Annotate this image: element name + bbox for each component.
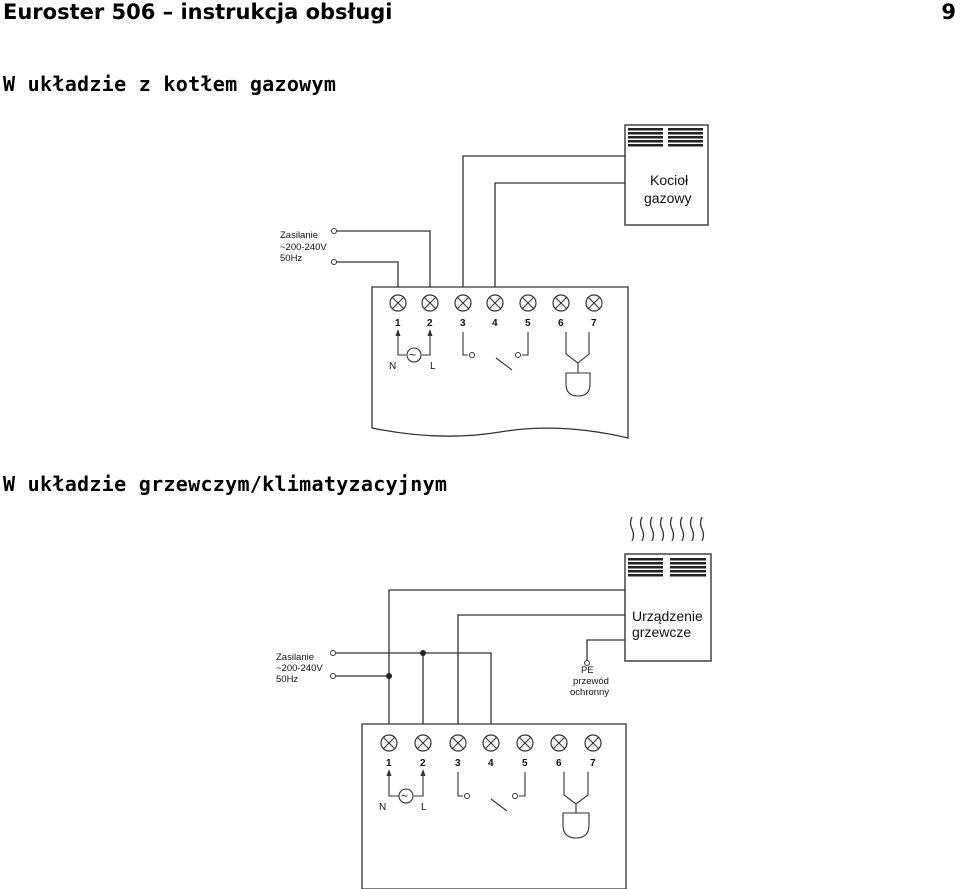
supply-label-line2: ~200-240V <box>280 242 327 253</box>
internal-markers <box>386 769 426 776</box>
supply-label-line3: 50Hz <box>280 253 302 264</box>
supply-label-line3: 50Hz <box>276 674 298 685</box>
boiler-wires <box>462 155 625 297</box>
ac-symbol: ~ <box>409 348 416 362</box>
terminal-7-label: 7 <box>590 758 596 769</box>
heating-unit: Urządzenie grzewcze <box>624 553 712 662</box>
pe-label-line2: przewód <box>573 676 609 687</box>
wiring-diagram-gas-boiler: Kocioł gazowy Zasilanie ~200-240V 50Hz <box>280 124 709 439</box>
sensor-icon <box>565 372 591 397</box>
terminal-2-label: 2 <box>420 758 426 769</box>
wiring-diagram-heating-cooling: Urządzenie grzewcze PE przewód ochronny … <box>276 516 712 889</box>
controller-body <box>371 286 629 439</box>
relay-contact-3 <box>464 793 470 799</box>
live-label: L <box>430 361 436 372</box>
terminal-5-label: 5 <box>522 758 528 769</box>
pe-label-line3: ochronny <box>570 687 609 698</box>
boiler-unit: Kocioł gazowy <box>624 124 709 226</box>
supply-label-line1: Zasilanie <box>280 230 318 241</box>
terminal-7-label: 7 <box>591 318 597 329</box>
heating-unit-label-line1: Urządzenie <box>632 608 703 624</box>
terminal-4-label: 4 <box>492 318 498 329</box>
ac-symbol-circle <box>398 788 414 804</box>
relay-contact-5 <box>515 352 521 358</box>
ac-symbol-circle <box>406 347 422 363</box>
live-label: L <box>421 802 427 813</box>
pe-label-line1: PE <box>581 665 594 676</box>
heating-unit-label-line2: grzewcze <box>632 624 691 640</box>
internal-wiring <box>397 332 590 373</box>
ac-symbol: ~ <box>401 789 408 803</box>
page-number: 9 <box>941 0 956 24</box>
internal-wiring <box>388 772 589 813</box>
terminal-1-label: 1 <box>395 318 401 329</box>
internal-markers <box>395 329 433 336</box>
supply-label-line1: Zasilanie <box>276 652 314 663</box>
supply-label-line2: ~200-240V <box>276 663 323 674</box>
section-title-heating-cooling: W układzie grzewczym/klimatyzacyjnym <box>3 472 448 496</box>
sensor-icon <box>562 812 590 839</box>
heat-waves-icon <box>629 516 705 542</box>
heating-unit-wires <box>388 589 625 729</box>
page-header: Euroster 506 – instrukcja obsługi 9 <box>0 0 960 30</box>
terminal-block: 1 2 3 4 5 6 7 <box>389 294 603 329</box>
terminal-3-label: 3 <box>460 318 466 329</box>
pe-label: PE przewód ochronny <box>570 665 609 698</box>
document-title: Euroster 506 – instrukcja obsługi <box>3 0 393 24</box>
neutral-label: N <box>389 361 396 372</box>
terminal-2-label: 2 <box>427 318 433 329</box>
terminal-3-label: 3 <box>455 758 461 769</box>
relay-contact-5 <box>512 793 518 799</box>
terminal-4-label: 4 <box>488 758 494 769</box>
boiler-label-line2: gazowy <box>644 190 691 206</box>
neutral-label: N <box>379 802 386 813</box>
power-supply: Zasilanie ~200-240V 50Hz <box>280 228 431 297</box>
terminal-1-label: 1 <box>386 758 392 769</box>
power-supply: Zasilanie ~200-240V 50Hz <box>276 650 492 729</box>
relay-contact-3 <box>469 352 475 358</box>
pe-connector <box>584 660 590 666</box>
terminal-block: 1 2 3 4 5 6 7 <box>380 734 602 769</box>
boiler-label-line1: Kocioł <box>650 172 689 188</box>
terminal-6-label: 6 <box>556 758 562 769</box>
terminal-6-label: 6 <box>558 318 564 329</box>
terminal-5-label: 5 <box>525 318 531 329</box>
controller-body <box>361 723 627 889</box>
section-title-gas-boiler: W układzie z kotłem gazowym <box>3 72 337 96</box>
